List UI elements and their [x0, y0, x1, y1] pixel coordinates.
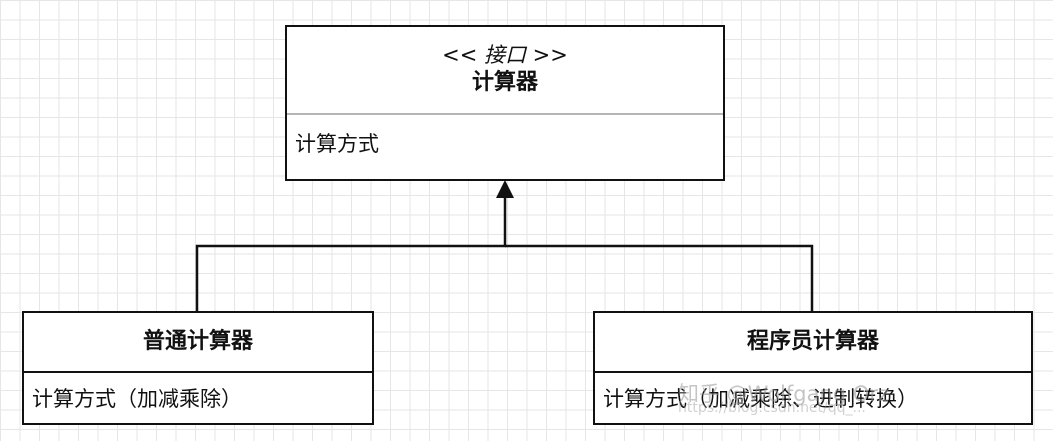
interface-box[interactable]: << 接口 >> 计算器 计算方式: [285, 25, 725, 181]
watermark-url: https://blog.csdn.net/qq_...: [678, 400, 866, 416]
watermark: 知乎 @Wolfgang Orz https://blog.csdn.net/q…: [678, 378, 889, 416]
class-programmer-name: 程序员计算器: [746, 329, 879, 354]
watermark-text: 知乎 @Wolfgang Orz: [678, 382, 889, 406]
class-normal-header: 普通计算器: [24, 313, 372, 373]
class-normal-name: 普通计算器: [142, 329, 253, 354]
interface-header: << 接口 >> 计算器: [287, 27, 723, 115]
class-box-programmer[interactable]: 程序员计算器 计算方式（加减乘除、进制转换）: [593, 311, 1033, 425]
arrowhead-icon: [496, 180, 514, 198]
class-normal-member: 计算方式（加减乘除）: [32, 387, 242, 411]
class-box-normal[interactable]: 普通计算器 计算方式（加减乘除）: [22, 311, 374, 425]
stereotype-label: << 接口 >>: [442, 43, 568, 67]
connector-normal: [195, 192, 507, 312]
class-programmer-header: 程序员计算器: [595, 313, 1031, 373]
interface-name: 计算器: [471, 70, 538, 95]
connector-programmer: [505, 244, 814, 312]
interface-member: 计算方式: [295, 132, 379, 156]
class-programmer-member: 计算方式（加减乘除、进制转换）: [603, 387, 918, 411]
